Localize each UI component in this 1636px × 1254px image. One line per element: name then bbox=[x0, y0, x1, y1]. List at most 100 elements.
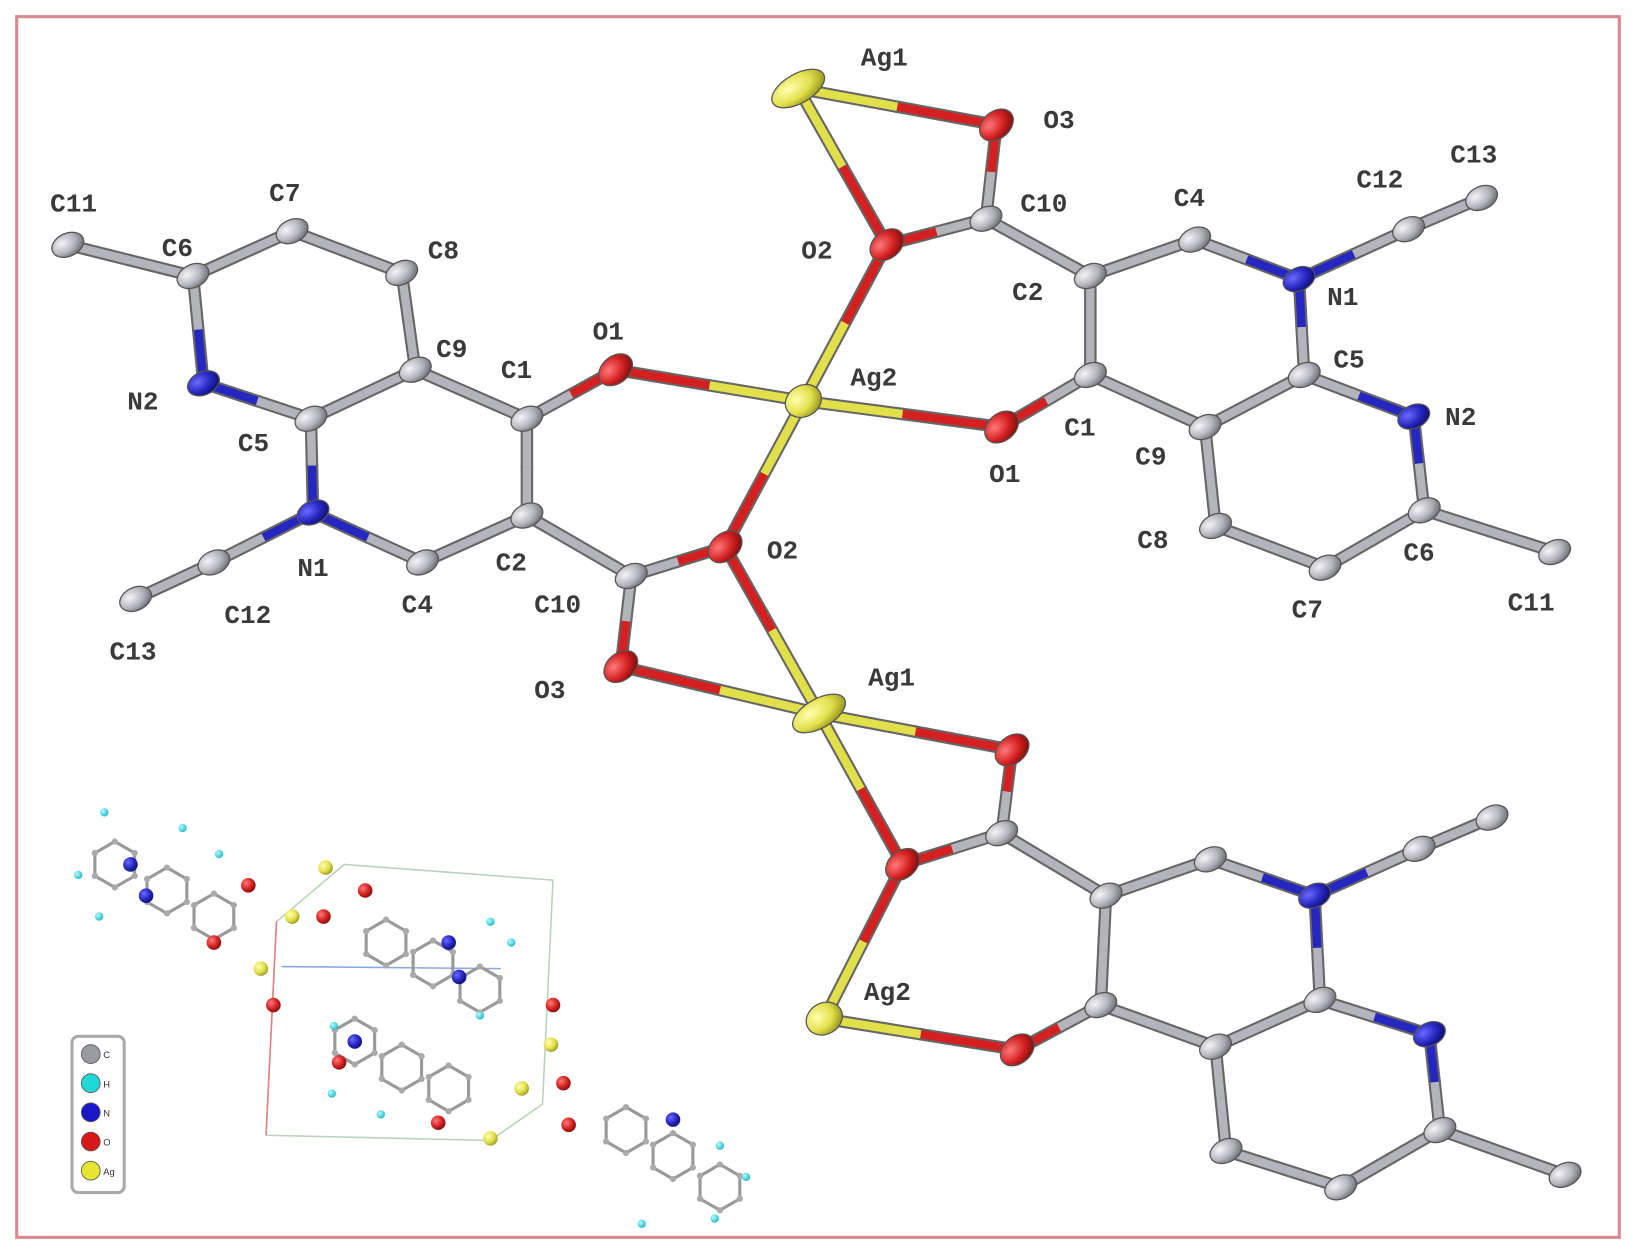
inset-atom-n bbox=[347, 1034, 363, 1049]
inset-atom-h bbox=[710, 1214, 719, 1223]
inset-atom bbox=[649, 1141, 657, 1148]
inset-atom bbox=[183, 898, 190, 906]
bond-N1-C5 bbox=[1308, 889, 1327, 1007]
inset-atom bbox=[689, 1141, 696, 1148]
atom-label: C1 bbox=[501, 356, 532, 386]
atom-c-c7 bbox=[275, 218, 309, 245]
atom-label: C11 bbox=[1508, 588, 1555, 618]
inset-atom-h bbox=[475, 1011, 485, 1020]
cell-axis-b bbox=[281, 965, 501, 970]
inset-atom bbox=[409, 948, 417, 956]
atom-label: C8 bbox=[1137, 526, 1168, 556]
atom-c-c6r bbox=[1407, 497, 1441, 524]
atom-label: O2 bbox=[801, 236, 832, 266]
inset-atom bbox=[642, 1138, 650, 1145]
atom-label: C11 bbox=[50, 189, 97, 219]
atom-c-c9r bbox=[1188, 413, 1222, 441]
atom-label: N1 bbox=[1327, 283, 1358, 313]
bond-O2-Ag1 bbox=[812, 707, 909, 871]
legend-label-h: H bbox=[103, 1079, 110, 1089]
inset-atom-n bbox=[451, 969, 467, 985]
atom-label: O3 bbox=[1043, 106, 1074, 136]
atom-c-c13r bbox=[1465, 184, 1499, 212]
inset-atom bbox=[736, 1195, 743, 1202]
inset-ring bbox=[651, 1131, 695, 1181]
atom-c-c8 bbox=[385, 259, 419, 287]
inset-atom bbox=[163, 864, 171, 871]
atom-label: C4 bbox=[1174, 184, 1205, 214]
atom-label: C4 bbox=[402, 590, 433, 620]
inset-atom bbox=[642, 1115, 650, 1122]
atom-label: C8 bbox=[428, 236, 459, 266]
atom-label: C9 bbox=[1135, 443, 1166, 473]
inset-atom bbox=[736, 1172, 743, 1180]
bond-C8-C9 bbox=[1209, 1040, 1233, 1158]
atom-c-c1 bbox=[510, 405, 544, 432]
inset-atom bbox=[603, 1138, 610, 1145]
atom-o-o1 bbox=[598, 353, 634, 387]
inset-atom bbox=[669, 1130, 677, 1137]
inset-atom bbox=[409, 971, 417, 978]
atom-n-n1b bbox=[1298, 882, 1332, 909]
atom-ag-ag2 bbox=[784, 383, 823, 419]
atom-label: N2 bbox=[127, 387, 158, 417]
inset-atom-o bbox=[241, 878, 256, 893]
bond-N1-C5 bbox=[1292, 272, 1311, 382]
bond-N1-C12 bbox=[1292, 222, 1415, 286]
inset-ring bbox=[364, 917, 408, 968]
bond-C4-N1 bbox=[1188, 233, 1306, 286]
inset-atom bbox=[445, 1108, 452, 1115]
inset-atom bbox=[429, 937, 437, 944]
inset-atom bbox=[131, 849, 138, 857]
atom-o-o3b bbox=[994, 733, 1030, 767]
inset-atom bbox=[456, 997, 464, 1005]
inset-atom-ag bbox=[284, 909, 300, 924]
inset-atom bbox=[371, 1026, 378, 1034]
atom-c-c12 bbox=[197, 549, 231, 576]
bond-O2-Ag2 bbox=[718, 394, 810, 554]
inset-atom bbox=[91, 849, 99, 857]
bond-O3-Ag1 bbox=[791, 82, 1003, 132]
inset-atom bbox=[622, 1104, 630, 1111]
inset-atom bbox=[696, 1195, 704, 1202]
atom-n-n1r bbox=[1282, 265, 1316, 293]
inset-ring bbox=[192, 891, 236, 942]
atom-ag-ag1t bbox=[771, 68, 826, 109]
atom-label: C5 bbox=[238, 429, 269, 459]
inset-atom-h bbox=[715, 1141, 725, 1150]
legend-swatch-ag bbox=[80, 1160, 101, 1181]
atom-label: O1 bbox=[593, 318, 624, 348]
inset-atom bbox=[131, 872, 138, 880]
inset-atom bbox=[445, 1062, 452, 1069]
inset-atom bbox=[398, 1041, 405, 1048]
inset-atom bbox=[429, 983, 437, 990]
atom-label: C12 bbox=[224, 601, 271, 631]
atom-label: Ag1 bbox=[868, 663, 915, 693]
atom-label: C2 bbox=[496, 549, 527, 579]
inset-atom bbox=[418, 1052, 425, 1060]
inset-atom-h bbox=[178, 823, 187, 833]
inset-atom bbox=[402, 928, 410, 935]
inset-atom-h bbox=[507, 938, 516, 947]
atom-o-o2 bbox=[707, 530, 743, 564]
inset-atom-o bbox=[357, 883, 373, 898]
inset-atom-h bbox=[214, 849, 224, 859]
unit-cell bbox=[265, 863, 554, 1142]
atom-label: C2 bbox=[1012, 278, 1043, 308]
inset-ring bbox=[145, 865, 189, 916]
inset-atom bbox=[378, 1075, 385, 1083]
atom-label: C6 bbox=[162, 234, 193, 264]
inset-atom bbox=[669, 1175, 677, 1183]
atom-o-o1r bbox=[984, 410, 1020, 444]
legend-label-c: C bbox=[103, 1050, 110, 1060]
atom-c-c9b bbox=[1199, 1033, 1233, 1060]
atom-label: O3 bbox=[534, 676, 565, 706]
atom-c-c2 bbox=[510, 502, 544, 529]
atom-c-c4 bbox=[406, 549, 440, 576]
atom-label: Ag1 bbox=[861, 44, 908, 74]
inset-atom-o bbox=[316, 909, 331, 924]
atom-c-c9 bbox=[398, 356, 432, 383]
atom-label: Ag2 bbox=[864, 978, 911, 1008]
inset-atom-ag bbox=[543, 1037, 559, 1052]
